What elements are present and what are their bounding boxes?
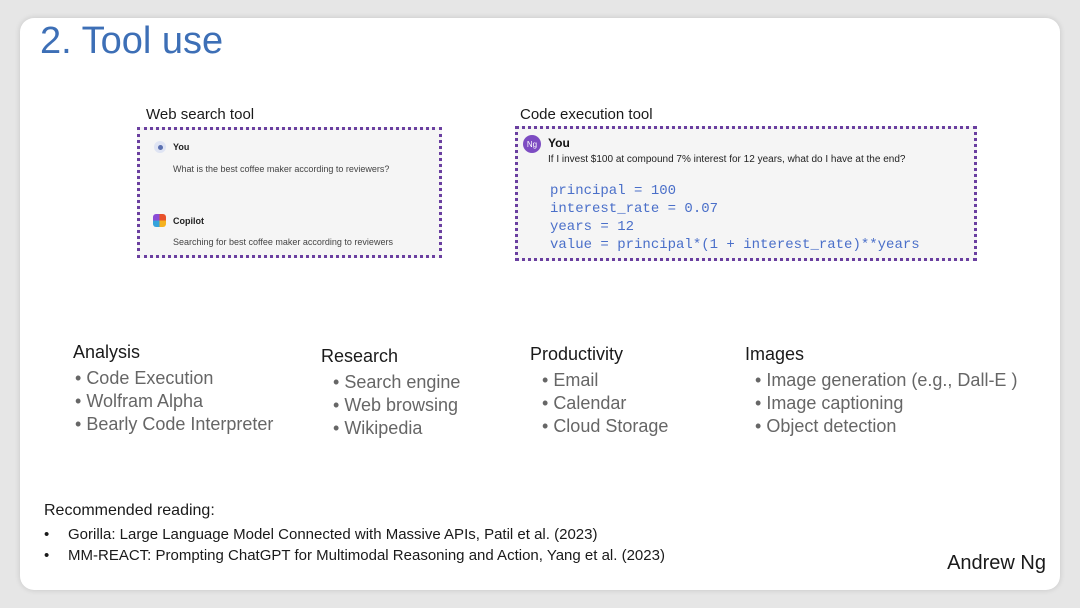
- code-execution-tool-box: Ng You If I invest $100 at compound 7% i…: [515, 126, 977, 261]
- web-user-name: You: [173, 142, 190, 152]
- code-line: years = 12: [550, 219, 635, 235]
- category-item: Email: [530, 369, 668, 392]
- slide-title: 2. Tool use: [40, 20, 224, 62]
- category-item: Wikipedia: [321, 417, 460, 440]
- category-title: Images: [745, 344, 805, 364]
- web-search-tool-label: Web search tool: [146, 106, 255, 123]
- code-line: value = principal*(1 + interest_rate)**y…: [550, 237, 920, 253]
- code-line: interest_rate = 0.07: [550, 201, 719, 217]
- web-search-tool-box: You What is the best coffee maker accord…: [137, 127, 442, 258]
- copilot-icon: [153, 214, 166, 227]
- category-item: Wolfram Alpha: [73, 390, 273, 413]
- category-item: Web browsing: [321, 394, 460, 417]
- reading-item: • MM-REACT: Prompting ChatGPT for Multimo…: [44, 545, 665, 566]
- category-item: Image generation (e.g., Dall-E ): [745, 369, 1017, 392]
- category-title: Analysis: [73, 342, 141, 362]
- category-item: Code Execution: [73, 367, 273, 390]
- category-item: Object detection: [745, 415, 1017, 438]
- code-user-name: You: [548, 136, 570, 150]
- category-research: Research Search engine Web browsing Wiki…: [321, 346, 460, 440]
- bullet-icon: •: [44, 526, 50, 543]
- category-item: Cloud Storage: [530, 415, 668, 438]
- category-productivity: Productivity Email Calendar Cloud Storag…: [530, 344, 668, 438]
- reading-item-text: Gorilla: Large Language Model Connected …: [68, 526, 598, 543]
- reading-item: • Gorilla: Large Language Model Connected…: [44, 524, 665, 545]
- bullet-icon: •: [44, 547, 50, 564]
- category-title: Productivity: [530, 344, 624, 364]
- code-line: principal = 100: [550, 183, 677, 199]
- category-item: Search engine: [321, 371, 460, 394]
- web-user-message: What is the best coffee maker according …: [173, 164, 390, 174]
- reading-item-text: MM-REACT: Prompting ChatGPT for Multimod…: [68, 547, 665, 564]
- author-name: Andrew Ng: [947, 552, 1046, 574]
- category-images: Images Image generation (e.g., Dall-E ) …: [745, 344, 1017, 438]
- web-bot-name: Copilot: [173, 216, 204, 226]
- code-execution-tool-label: Code execution tool: [520, 106, 653, 123]
- category-item: Calendar: [530, 392, 668, 415]
- category-analysis: Analysis Code Execution Wolfram Alpha Be…: [73, 342, 273, 436]
- web-bot-message: Searching for best coffee maker accordin…: [173, 237, 393, 247]
- code-question: If I invest $100 at compound 7% interest…: [548, 154, 906, 165]
- category-item: Bearly Code Interpreter: [73, 413, 273, 436]
- reading-title: Recommended reading:: [44, 502, 215, 519]
- user-avatar-icon: [154, 141, 166, 153]
- category-title: Research: [321, 346, 399, 366]
- category-item: Image captioning: [745, 392, 1017, 415]
- recommended-reading: Recommended reading: • Gorilla: Large Lan…: [44, 502, 665, 566]
- ng-avatar-icon: Ng: [523, 135, 541, 153]
- slide: [20, 18, 1060, 590]
